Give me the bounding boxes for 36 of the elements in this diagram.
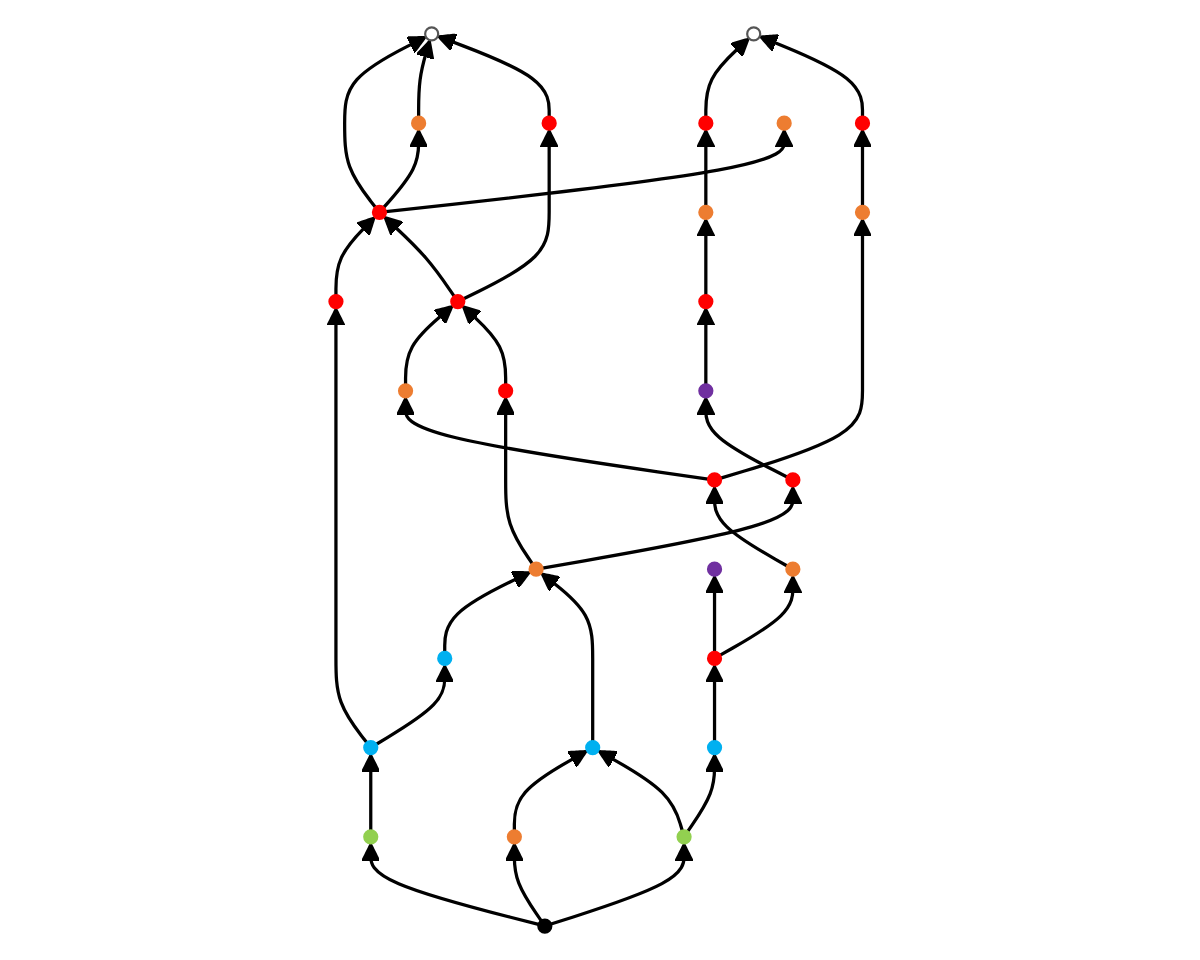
- arrow: [853, 128, 873, 206]
- arrow: [705, 37, 751, 117]
- arrow: [697, 396, 789, 479]
- arrow: [462, 305, 509, 385]
- arrow: [383, 128, 429, 209]
- arrow: [541, 572, 596, 742]
- arrow: [416, 39, 435, 117]
- arrow: [705, 574, 725, 652]
- arrow: [697, 218, 717, 296]
- arrow: [551, 842, 695, 926]
- arrow: [361, 842, 540, 926]
- arrow: [759, 34, 865, 117]
- arrow: [437, 33, 552, 117]
- arrow: [327, 307, 369, 744]
- arrow: [687, 753, 725, 833]
- arrow: [598, 749, 685, 831]
- arrow: [384, 215, 457, 298]
- arrow: [463, 128, 560, 301]
- arrow: [386, 128, 795, 214]
- arrow: [543, 485, 804, 570]
- arrow: [513, 749, 589, 831]
- arrow: [505, 842, 544, 922]
- arrow: [697, 128, 717, 206]
- arrow: [697, 307, 717, 385]
- arrow: [343, 36, 428, 209]
- arrow: [705, 664, 725, 742]
- arrow: [443, 571, 532, 652]
- arrow: [361, 753, 382, 831]
- arrow: [720, 574, 804, 657]
- arrow: [376, 664, 456, 746]
- arrow: [335, 216, 377, 296]
- arrow: [496, 396, 535, 565]
- arrow: [396, 396, 710, 481]
- arrow: [721, 218, 873, 480]
- arrow: [705, 485, 789, 568]
- arrow: [404, 304, 455, 385]
